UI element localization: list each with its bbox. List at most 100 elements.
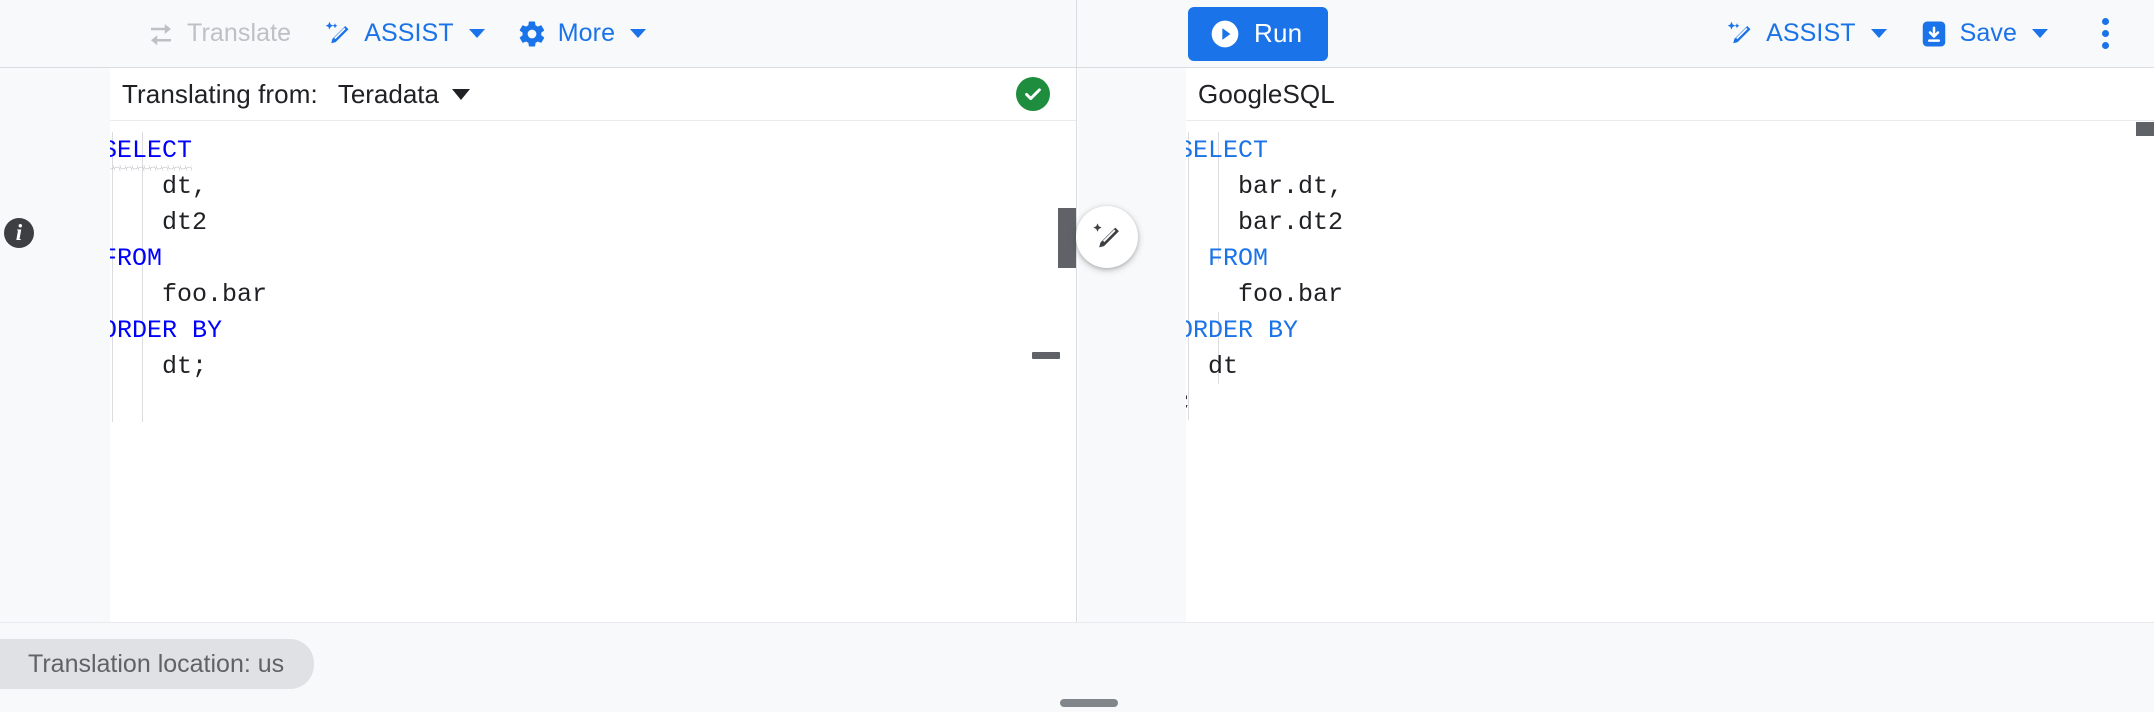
translate-button-label: Translate [187, 19, 292, 47]
sql-token: foo.bar [1238, 279, 1344, 309]
sql-token: dt2 [162, 207, 208, 237]
assist-button-left[interactable]: ASSIST [307, 10, 501, 58]
source-dialect-value: Teradata [337, 78, 439, 109]
code-line-text[interactable]: SELECT [1186, 136, 1268, 165]
indent-guide [1218, 312, 1219, 384]
code-line-row: 8; [1186, 384, 2154, 420]
indent-guide [1188, 384, 1189, 420]
code-line-row: 3bar.dt2 [1186, 204, 2154, 240]
editor-panes: i Translating from: Teradata 1SEL [0, 68, 2154, 622]
target-pane-header: GoogleSQL [1186, 68, 2154, 121]
target-gutter-strip [1078, 68, 1186, 622]
sql-keyword: FROM [1208, 243, 1269, 273]
code-line-text[interactable]: FROM [1208, 244, 1268, 273]
chevron-down-icon [1870, 29, 1887, 38]
code-line-row: 4FROM [1186, 240, 2154, 276]
target-code-rows: 1SELECT2bar.dt,3bar.dt24FROM5foo.bar6ORD… [1186, 122, 2154, 456]
source-pane-header: Translating from: Teradata [110, 68, 1076, 121]
translating-from-label: Translating from: [122, 78, 318, 109]
code-line-row: 5foo.bar [1186, 276, 2154, 312]
indent-guide [1188, 312, 1189, 384]
code-line-text[interactable]: ORDER BY [110, 316, 222, 345]
source-dialect-select[interactable]: Teradata [338, 79, 470, 110]
top-toolbar: Translate ASSIST [0, 0, 2154, 68]
code-line-row: 7dt [1186, 348, 2154, 384]
code-line-text[interactable]: bar.dt, [1238, 172, 1343, 201]
kebab-menu-icon [2101, 42, 2109, 49]
code-line-text[interactable]: dt2 [162, 208, 207, 237]
indent-guide [1218, 132, 1219, 262]
code-line-row: 1SELECT [1186, 132, 2154, 168]
indent-guide [112, 132, 113, 332]
code-line-text[interactable]: foo.bar [162, 280, 267, 309]
translate-button[interactable]: Translate [130, 10, 307, 58]
more-button-label: More [557, 19, 616, 47]
target-editor-pane: GoogleSQL 1SELECT2bar.dt,3bar.dt24FROM5f… [1078, 68, 2154, 622]
code-line-text[interactable]: ; [1186, 388, 1193, 417]
code-line-row: 2dt, [110, 168, 1076, 204]
sql-keyword: ORDER BY [110, 315, 223, 345]
sql-token: bar.dt, [1238, 171, 1344, 201]
code-line-row: 6ORDER BY [110, 312, 1076, 348]
toolbar-right-group: Run ASSIST [1078, 0, 2154, 67]
source-code-area[interactable]: 1SELECT2dt,3dt24FROM5foo.bar6ORDER BY7dt… [110, 122, 1076, 622]
more-button[interactable]: More [501, 10, 662, 58]
sql-token: foo.bar [162, 279, 268, 309]
sql-token: bar.dt2 [1238, 207, 1344, 237]
assist-sparkle-icon [1725, 19, 1755, 49]
code-line-row: 7dt; [110, 348, 1076, 384]
source-code-rows: 1SELECT2dt,3dt24FROM5foo.bar6ORDER BY7dt… [110, 122, 1076, 420]
chevron-down-icon [452, 88, 470, 100]
sql-token: dt; [162, 351, 208, 381]
code-line-row: 4FROM [110, 240, 1076, 276]
sql-keyword: SELECT [1186, 135, 1269, 165]
kebab-menu-icon [2101, 30, 2109, 37]
code-line-text[interactable]: SELECT [110, 136, 192, 165]
assist-button-left-label: ASSIST [364, 19, 454, 47]
run-button[interactable]: Run [1188, 6, 1329, 61]
code-line-text[interactable]: foo.bar [1238, 280, 1343, 309]
sql-token: dt, [162, 171, 208, 201]
assist-button-right-label: ASSIST [1766, 19, 1856, 47]
target-vertical-scroll-thumb[interactable] [2136, 122, 2154, 136]
info-icon[interactable]: i [4, 218, 34, 248]
chevron-down-icon [630, 29, 647, 38]
code-line-row: 1SELECT [110, 132, 1076, 168]
magic-wand-sparkle-icon [1090, 220, 1124, 254]
assist-button-right[interactable]: ASSIST [1709, 10, 1903, 58]
sql-token: dt [1208, 351, 1239, 381]
code-line-text[interactable]: bar.dt2 [1238, 208, 1343, 237]
source-gutter-strip [0, 68, 110, 622]
gear-icon [517, 19, 547, 49]
save-button[interactable]: Save [1903, 10, 2064, 58]
source-horizontal-scroll-thumb[interactable] [1032, 352, 1060, 359]
code-line-text[interactable]: dt, [162, 172, 207, 201]
run-button-label: Run [1254, 18, 1303, 48]
indent-guide [142, 312, 143, 422]
code-line-row: 3dt2 [110, 204, 1076, 240]
translate-swap-icon [146, 19, 176, 49]
sql-token: ; [1186, 388, 1193, 417]
kebab-menu-icon [2101, 18, 2109, 25]
chevron-down-icon [2032, 29, 2048, 38]
play-circle-icon [1209, 18, 1241, 50]
code-line-text[interactable]: dt; [162, 352, 207, 381]
chevron-down-icon [468, 29, 485, 38]
overflow-menu-button[interactable] [2078, 7, 2132, 61]
code-line-text[interactable]: FROM [110, 244, 162, 273]
sql-keyword: SELECT [110, 136, 192, 165]
code-line-row: 6ORDER BY [1186, 312, 2154, 348]
toolbar-left-group: Translate ASSIST [0, 0, 1077, 67]
indent-guide [112, 312, 113, 422]
target-dialect-label: GoogleSQL [1198, 78, 1335, 109]
pane-splitter-handle[interactable] [1058, 208, 1076, 268]
code-line-text[interactable]: dt [1208, 352, 1238, 381]
code-line-row: 9 [1186, 420, 2154, 456]
assist-sparkle-icon [323, 19, 353, 49]
code-line-text[interactable]: ORDER BY [1186, 316, 1298, 345]
magic-translate-fab[interactable] [1076, 206, 1138, 268]
bottom-status-bar: Translation location: us [0, 622, 2154, 712]
check-circle-icon [1016, 77, 1050, 111]
bottom-resize-grip[interactable] [1060, 699, 1118, 707]
target-code-area[interactable]: 1SELECT2bar.dt,3bar.dt24FROM5foo.bar6ORD… [1186, 122, 2154, 622]
